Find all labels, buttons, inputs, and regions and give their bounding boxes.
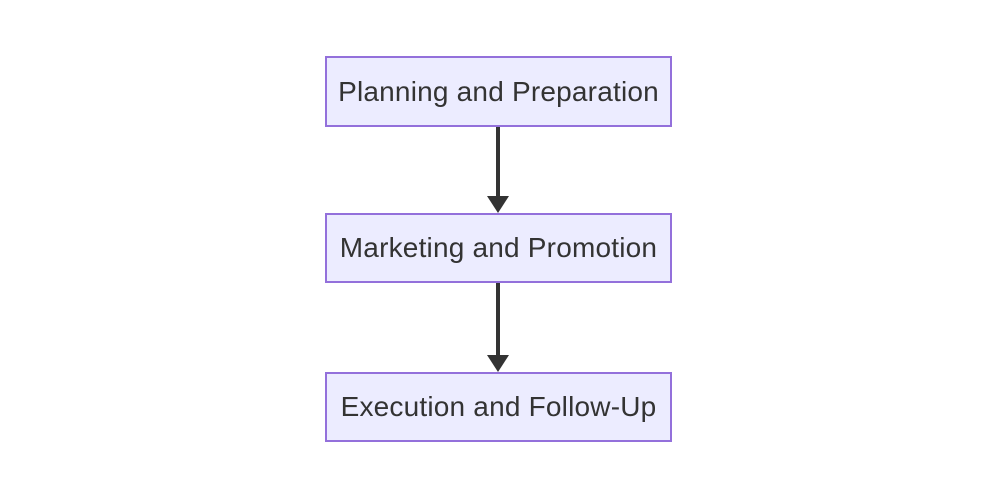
node-planning-and-preparation-label: Planning and Preparation [338,75,659,107]
arrowhead-down-icon [487,355,509,372]
arrow-line [496,283,500,355]
node-execution-and-follow-up: Execution and Follow-Up [325,372,672,442]
node-marketing-and-promotion-label: Marketing and Promotion [339,232,658,263]
arrowhead-down-icon [487,196,509,213]
edge-planning-to-marketing [486,127,510,213]
arrow-line [496,127,500,196]
node-planning-and-preparation: Planning and Preparation [325,56,672,127]
edge-marketing-to-execution [486,283,510,372]
node-execution-and-follow-up-label: Execution and Follow-Up [340,391,657,422]
node-marketing-and-promotion: Marketing and Promotion [325,213,672,283]
